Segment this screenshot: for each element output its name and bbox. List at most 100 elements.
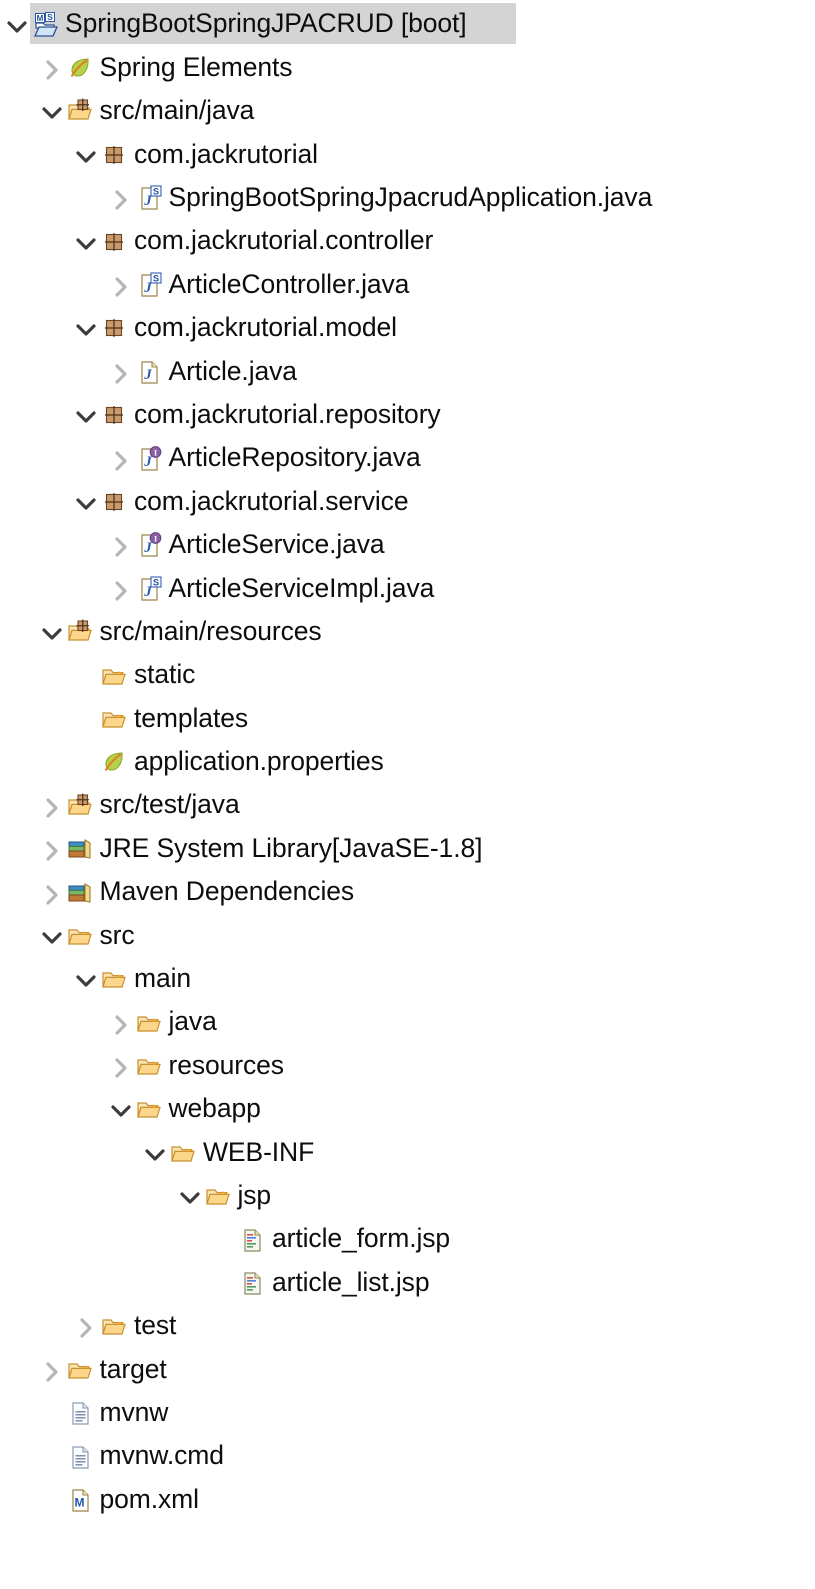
chevron-right-icon[interactable]	[104, 443, 134, 473]
chevron-down-icon[interactable]	[173, 1180, 203, 1210]
tree-row[interactable]: com.jackrutorial.model	[0, 306, 815, 349]
chevron-down-icon[interactable]	[104, 1093, 134, 1123]
chevron-right-icon[interactable]	[69, 1310, 99, 1340]
chevron-right-icon[interactable]	[104, 269, 134, 299]
tree-row-label: target	[99, 1353, 167, 1384]
chevron-down-icon[interactable]	[35, 920, 65, 950]
chevron-right-icon[interactable]	[104, 529, 134, 559]
tree-row-label: com.jackrutorial.model	[134, 312, 397, 343]
twisty-spacer	[69, 703, 99, 733]
chevron-down-icon[interactable]	[69, 486, 99, 516]
svg-text:I: I	[153, 448, 156, 457]
tree-row-label: src/test/java	[99, 789, 240, 820]
tree-row[interactable]: mvnw	[0, 1391, 815, 1434]
tree-row[interactable]: src/main/java	[0, 89, 815, 132]
tree-row-label: Spring Elements	[99, 51, 293, 82]
chevron-down-icon[interactable]	[0, 9, 30, 39]
chevron-right-icon[interactable]	[104, 1050, 134, 1080]
tree-row[interactable]: src/test/java	[0, 783, 815, 826]
tree-row[interactable]: test	[0, 1304, 815, 1347]
tree-row-label: main	[134, 963, 192, 994]
tree-row[interactable]: resources	[0, 1043, 815, 1086]
chevron-right-icon[interactable]	[104, 1007, 134, 1037]
tree-row[interactable]: Maven Dependencies	[0, 870, 815, 913]
twisty-spacer	[35, 1397, 65, 1427]
tree-row-label: WEB-INF	[203, 1136, 315, 1167]
tree-row[interactable]: jsp	[0, 1174, 815, 1217]
twisty-spacer	[35, 1441, 65, 1471]
chevron-right-icon[interactable]	[104, 573, 134, 603]
tree-row-label: JRE System Library	[99, 832, 332, 863]
tree-row[interactable]: com.jackrutorial	[0, 132, 815, 175]
chevron-down-icon[interactable]	[69, 139, 99, 169]
chevron-right-icon[interactable]	[104, 356, 134, 386]
tree-row[interactable]: com.jackrutorial.repository	[0, 393, 815, 436]
chevron-right-icon[interactable]	[35, 790, 65, 820]
source-folder-icon	[65, 790, 95, 820]
tree-row-label: article_form.jsp	[272, 1223, 451, 1254]
tree-row[interactable]: target	[0, 1347, 815, 1390]
svg-text:J: J	[143, 454, 152, 470]
chevron-down-icon[interactable]	[35, 616, 65, 646]
tree-row-label: src	[99, 919, 135, 950]
maven-pom-icon: M	[65, 1484, 95, 1514]
tree-row[interactable]: templates	[0, 696, 815, 739]
tree-row[interactable]: mvnw.cmd	[0, 1434, 815, 1477]
tree-row[interactable]: src/main/resources	[0, 609, 815, 652]
chevron-down-icon[interactable]	[35, 95, 65, 125]
svg-text:S: S	[152, 274, 158, 284]
chevron-down-icon[interactable]	[138, 1137, 168, 1167]
tree-row-label: webapp	[168, 1093, 261, 1124]
library-icon	[65, 833, 95, 863]
tree-row[interactable]: article_list.jsp	[0, 1260, 815, 1303]
package-icon	[99, 139, 129, 169]
twisty-spacer	[207, 1267, 237, 1297]
tree-row-label: Article.java	[168, 355, 298, 386]
tree-row[interactable]: application.properties	[0, 740, 815, 783]
folder-icon	[134, 1050, 164, 1080]
chevron-right-icon[interactable]	[35, 833, 65, 863]
tree-row[interactable]: static	[0, 653, 815, 696]
chevron-down-icon[interactable]	[69, 312, 99, 342]
tree-row-label: pom.xml	[99, 1483, 200, 1514]
library-icon	[65, 877, 95, 907]
tree-row[interactable]: src	[0, 913, 815, 956]
tree-row[interactable]: java	[0, 1000, 815, 1043]
tree-row[interactable]: com.jackrutorial.controller	[0, 219, 815, 262]
chevron-right-icon[interactable]	[35, 52, 65, 82]
tree-row[interactable]: Spring Elements	[0, 45, 815, 88]
tree-row[interactable]: com.jackrutorial.service	[0, 479, 815, 522]
svg-text:S: S	[152, 577, 158, 587]
tree-row[interactable]: JRE System Library [JavaSE-1.8]	[0, 826, 815, 869]
folder-icon	[99, 963, 129, 993]
tree-row[interactable]: main	[0, 957, 815, 1000]
tree-row[interactable]: webapp	[0, 1087, 815, 1130]
tree-row[interactable]: article_form.jsp	[0, 1217, 815, 1260]
tree-row-label: ArticleServiceImpl.java	[168, 572, 435, 603]
package-icon	[99, 312, 129, 342]
chevron-down-icon[interactable]	[69, 226, 99, 256]
svg-text:S: S	[152, 187, 158, 197]
chevron-right-icon[interactable]	[35, 1354, 65, 1384]
tree-row-label: SpringBootSpringJpacrudApplication.java	[168, 182, 653, 212]
chevron-down-icon[interactable]	[69, 399, 99, 429]
chevron-down-icon[interactable]	[69, 963, 99, 993]
tree-row[interactable]: WEB-INF	[0, 1130, 815, 1173]
package-icon	[99, 399, 129, 429]
chevron-right-icon[interactable]	[104, 182, 134, 212]
svg-text:J: J	[143, 584, 152, 600]
svg-text:S: S	[47, 12, 53, 22]
chevron-right-icon[interactable]	[35, 877, 65, 907]
